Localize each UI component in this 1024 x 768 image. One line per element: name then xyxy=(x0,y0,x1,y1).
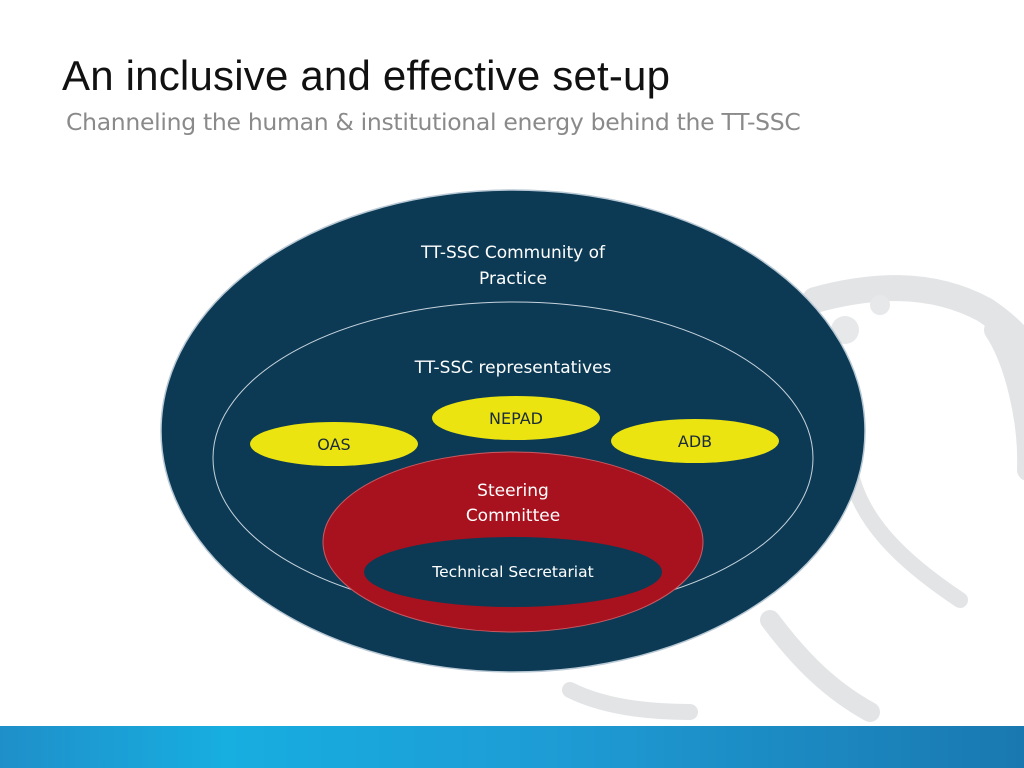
steering-committee-label-line1: Steering xyxy=(477,481,549,501)
slide-subtitle: Channeling the human & institutional ene… xyxy=(66,108,801,136)
footer-bar xyxy=(0,726,1024,768)
partner-label: NEPAD xyxy=(489,409,543,428)
steering-committee-label-line2: Committee xyxy=(466,506,560,526)
community-of-practice-label-line1: TT-SSC Community of xyxy=(420,243,606,263)
technical-secretariat-circle xyxy=(364,537,662,607)
partner-oas: OAS xyxy=(250,422,418,466)
partner-adb: ADB xyxy=(611,419,779,463)
partner-nepad: NEPAD xyxy=(432,396,600,440)
partner-label: ADB xyxy=(678,432,712,451)
community-of-practice-label-line2: Practice xyxy=(479,269,547,289)
partner-label: OAS xyxy=(317,435,350,454)
technical-secretariat-label: Technical Secretariat xyxy=(431,563,593,581)
representatives-label: TT-SSC representatives xyxy=(414,358,612,378)
slide-title: An inclusive and effective set-up xyxy=(62,52,671,99)
